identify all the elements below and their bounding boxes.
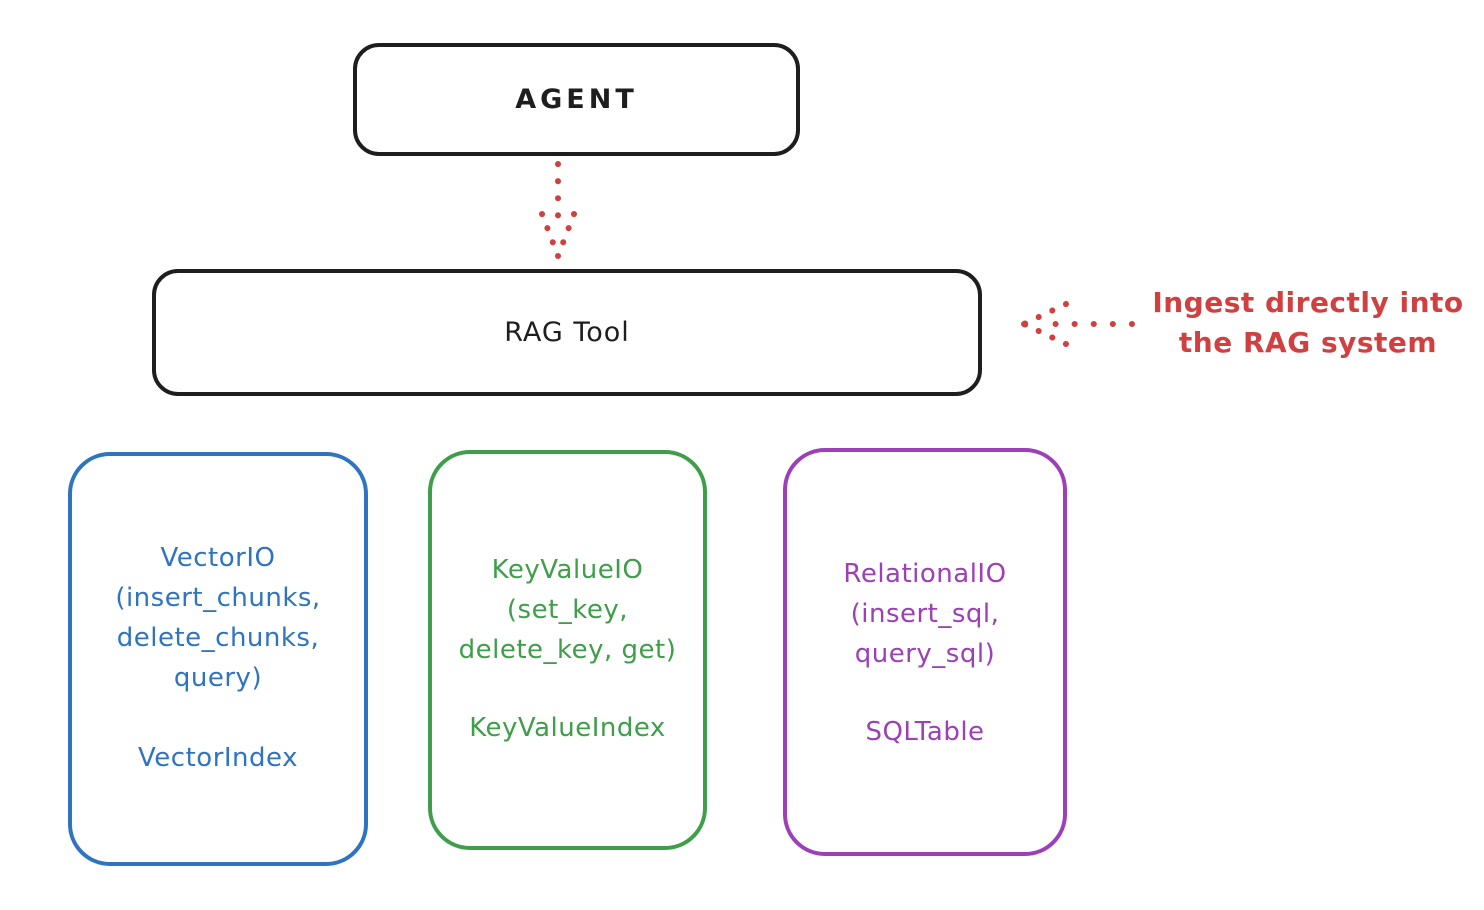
vector-io-line: query) xyxy=(173,663,263,693)
agent-box-label: AGENT xyxy=(515,84,638,115)
rag-tool-box-label: RAG Tool xyxy=(504,317,630,348)
relational-io-box: RelationalIO (insert_sql, query_sql) SQL… xyxy=(783,448,1067,856)
vector-index-label: VectorIndex xyxy=(138,743,298,773)
vector-io-line: (insert_chunks, xyxy=(115,583,321,613)
key-value-io-line: delete_key, get) xyxy=(458,635,677,665)
vector-io-lines: VectorIO (insert_chunks, delete_chunks, … xyxy=(72,538,364,698)
dotted-left-arrow-icon xyxy=(1021,301,1135,347)
vector-io-line: delete_chunks, xyxy=(116,623,320,653)
agent-box: AGENT xyxy=(353,43,800,156)
vector-io-line: VectorIO xyxy=(160,543,276,573)
vector-io-box: VectorIO (insert_chunks, delete_chunks, … xyxy=(68,452,368,866)
relational-io-lines: RelationalIO (insert_sql, query_sql) xyxy=(787,554,1063,674)
relational-io-line: query_sql) xyxy=(854,639,996,669)
annotation-line-2: the RAG system xyxy=(1178,326,1438,359)
key-value-io-line: (set_key, xyxy=(506,595,629,625)
key-value-io-box: KeyValueIO (set_key, delete_key, get) Ke… xyxy=(428,450,707,850)
key-value-io-line: KeyValueIO xyxy=(491,555,644,585)
key-value-index-label: KeyValueIndex xyxy=(469,713,666,743)
dotted-down-arrow-icon xyxy=(539,161,577,259)
key-value-io-lines: KeyValueIO (set_key, delete_key, get) xyxy=(432,550,703,670)
sql-table-label: SQLTable xyxy=(865,717,985,747)
rag-tool-box: RAG Tool xyxy=(152,269,982,396)
annotation-line-1: Ingest directly into xyxy=(1152,286,1464,319)
relational-io-line: (insert_sql, xyxy=(850,599,1000,629)
annotation-ingest-note: Ingest directly into the RAG system xyxy=(1128,283,1484,363)
relational-io-line: RelationalIO xyxy=(843,559,1007,589)
